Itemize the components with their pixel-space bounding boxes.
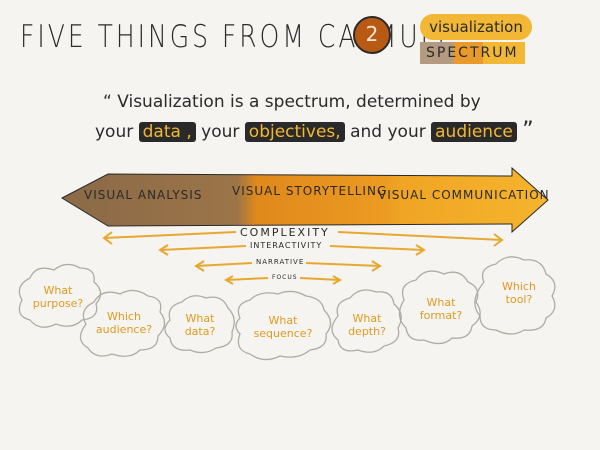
label-visual-storytelling: VISUAL STORYTELLING	[232, 184, 388, 198]
quote-your-1: your	[95, 122, 134, 142]
cloud-1	[18, 263, 102, 328]
highlight-objectives: objectives,	[244, 122, 345, 142]
label-complexity: COMPLEXITY	[240, 226, 330, 239]
label-interactivity: INTERACTIVITY	[250, 241, 323, 250]
label-focus: FOCUS	[272, 274, 298, 281]
cloud-2	[79, 289, 166, 357]
badge-spectrum: SPECTRUM	[420, 42, 525, 64]
quote-line-1: “ Visualization is a spectrum, determine…	[103, 92, 481, 112]
focus-arrow	[223, 275, 343, 285]
complexity-arrow	[102, 231, 504, 247]
label-visual-communication: VISUAL COMMUNICATION	[378, 188, 550, 202]
label-narrative: NARRATIVE	[256, 258, 305, 266]
quote-your-2: your	[201, 122, 240, 142]
cloud-5	[331, 289, 402, 353]
badge-spectrum-text: SPECTRUM	[420, 42, 525, 64]
quote-close-mark: ”	[522, 118, 534, 143]
quote-and-your: and your	[350, 122, 426, 142]
highlight-data: data ,	[138, 122, 196, 142]
quote-line-2: your data , your objectives, and your au…	[95, 118, 534, 143]
badge-visualization: visualization	[420, 14, 532, 40]
highlight-audience: audience	[431, 122, 517, 142]
cloud-7	[474, 256, 556, 335]
interactivity-arrow	[158, 244, 426, 256]
cloud-3	[164, 295, 235, 354]
number-badge: 2	[353, 16, 391, 54]
cloud-4	[235, 290, 332, 361]
spectrum-arrow	[60, 166, 549, 234]
narrative-arrow	[194, 260, 382, 272]
label-visual-analysis: VISUAL ANALYSIS	[84, 188, 203, 202]
